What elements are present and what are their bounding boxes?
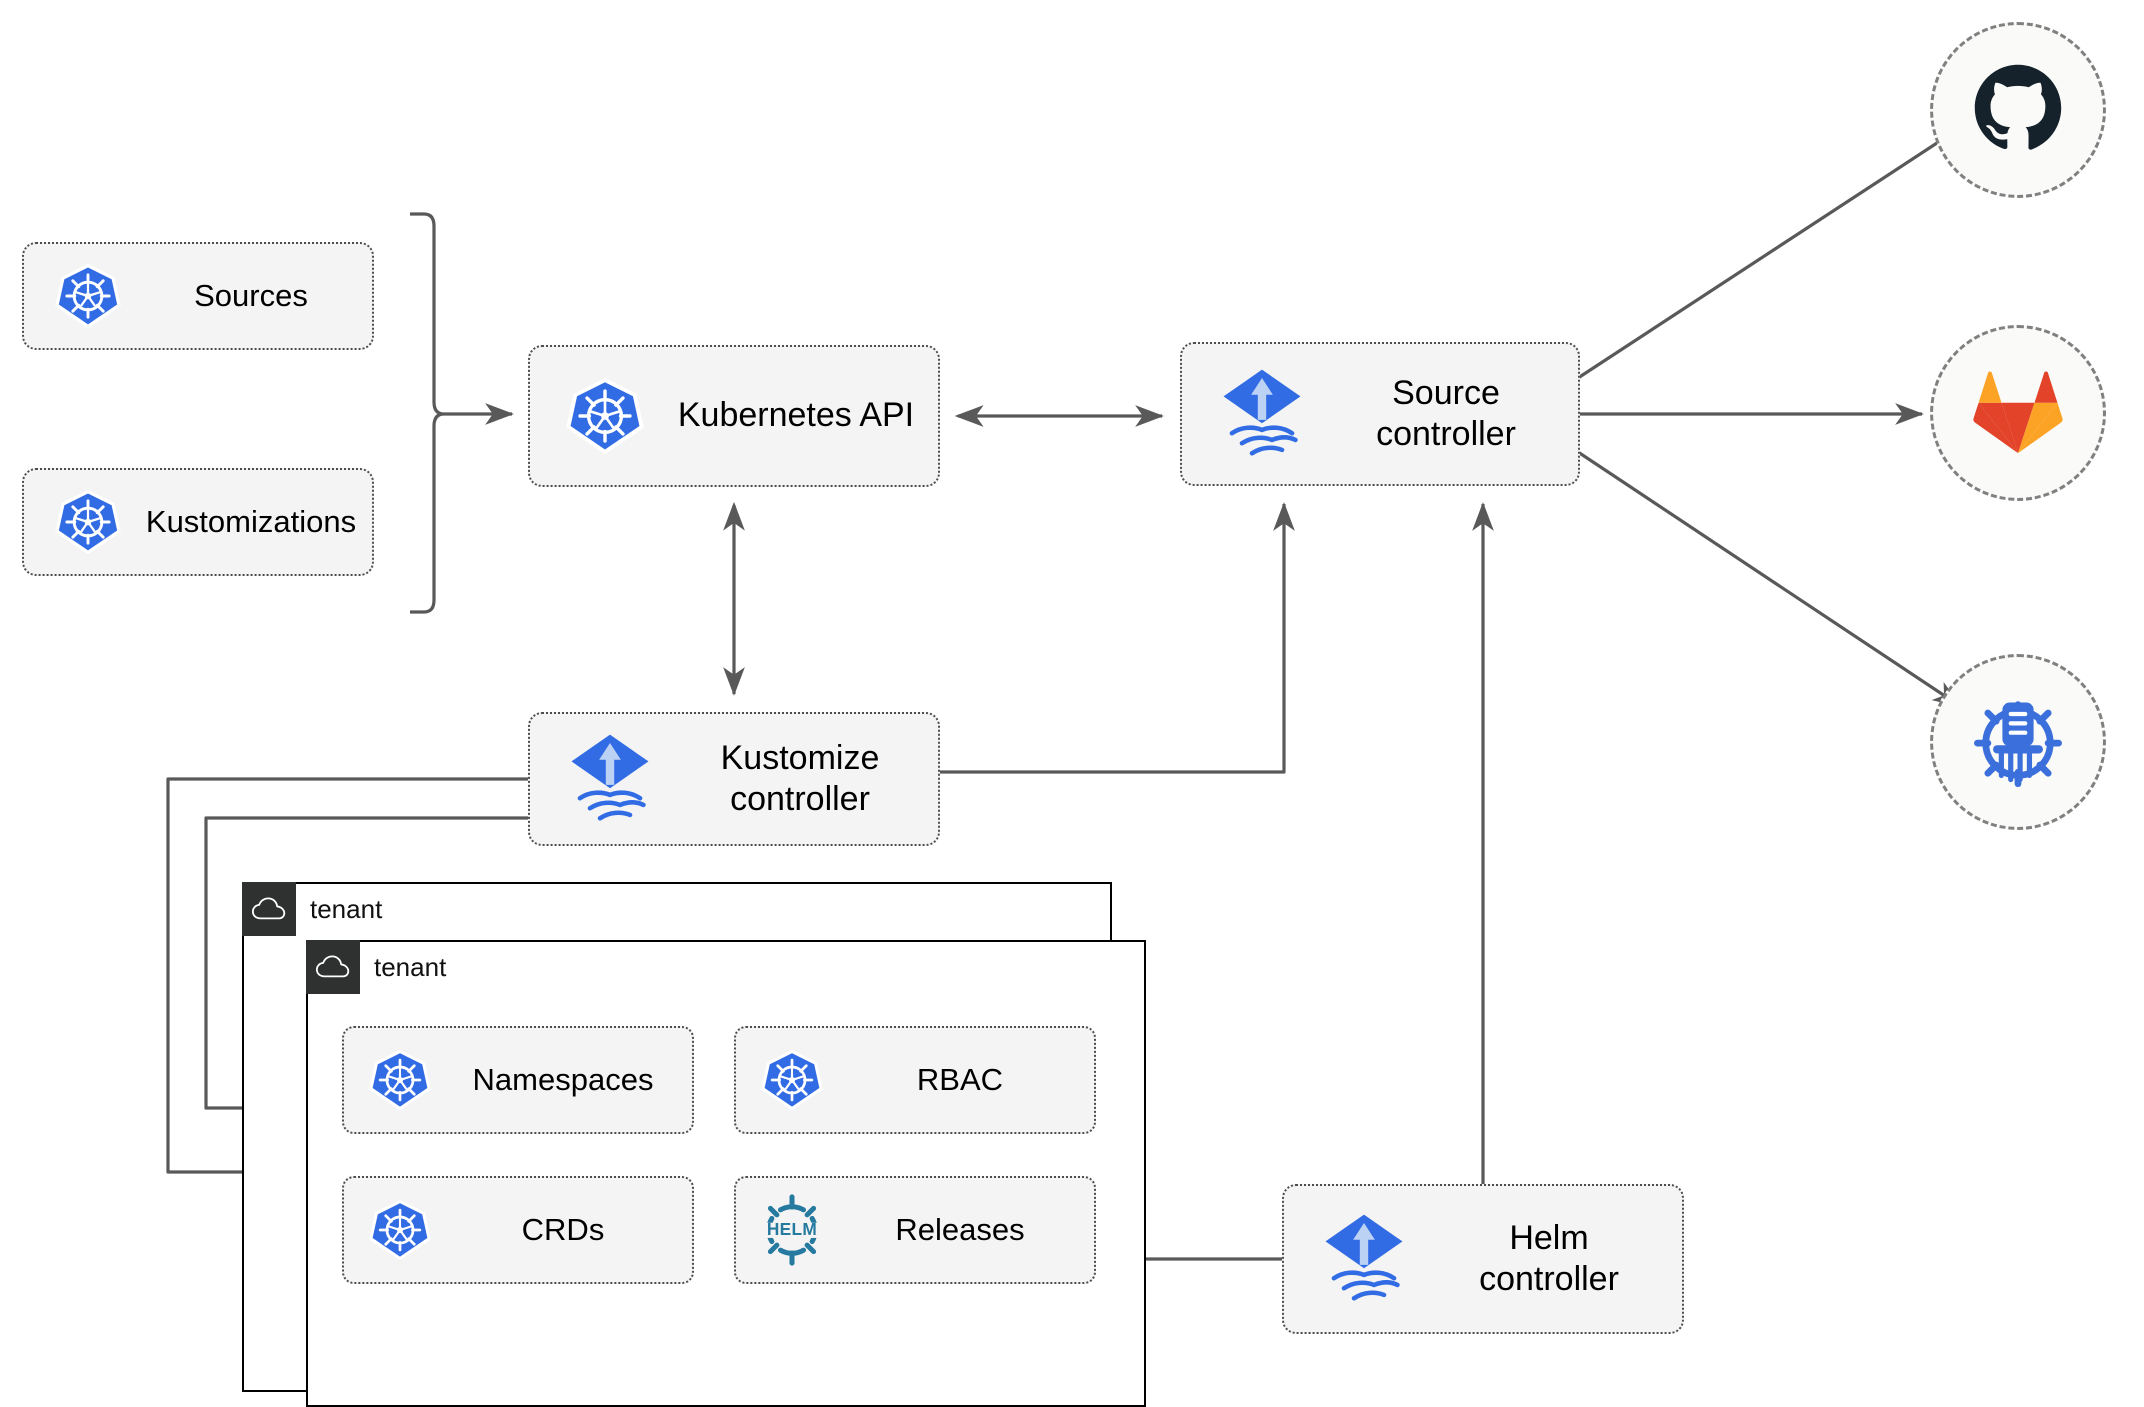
node-sources-label: Sources: [194, 278, 308, 314]
node-helm-controller-label: Helm controller: [1479, 1218, 1619, 1298]
node-kubernetes-api-label: Kubernetes API: [677, 396, 915, 435]
node-kustomizations[interactable]: Kustomizations: [22, 468, 374, 576]
node-helm-controller[interactable]: Helm controller: [1282, 1184, 1684, 1334]
resource-rbac[interactable]: RBAC: [734, 1026, 1096, 1134]
wire-kustctrl-srcctrl: [940, 502, 1295, 774]
cloud-icon: [242, 882, 296, 936]
flux-icon: [1204, 368, 1320, 460]
github-icon: [1970, 60, 2066, 161]
node-kustomize-controller[interactable]: Kustomize controller: [528, 712, 940, 846]
gitlab-icon: [1972, 367, 2064, 460]
tenant-name: tenant: [374, 951, 447, 982]
wire-srcctrl-bucket: [1577, 450, 1962, 708]
tenant-name: tenant: [310, 893, 383, 924]
svg-text:HELM: HELM: [767, 1219, 817, 1239]
resource-namespaces[interactable]: Namespaces: [342, 1026, 694, 1134]
resource-rbac-label: RBAC: [916, 1062, 1004, 1097]
wire-srcctrl-github: [1577, 122, 1968, 380]
kubernetes-icon: [358, 1049, 442, 1111]
external-source-bucket[interactable]: [1930, 654, 2106, 830]
tenant-header: tenant: [242, 882, 382, 936]
kubernetes-icon: [750, 1049, 834, 1111]
helm-icon: HELM: [750, 1194, 834, 1266]
resource-releases-label: Releases: [895, 1212, 1025, 1247]
resource-releases[interactable]: HELM Releases: [734, 1176, 1096, 1284]
kubernetes-icon: [550, 377, 660, 455]
kubernetes-icon: [358, 1199, 442, 1261]
cloud-icon: [306, 940, 360, 994]
flux-icon: [552, 733, 668, 825]
resource-namespaces-label: Namespaces: [472, 1062, 654, 1097]
node-kustomize-controller-label: Kustomize controller: [720, 738, 880, 818]
node-sources[interactable]: Sources: [22, 242, 374, 350]
node-source-controller-label: Source controller: [1376, 373, 1516, 453]
node-kustomizations-label: Kustomizations: [145, 504, 357, 540]
flux-icon: [1306, 1213, 1422, 1305]
resource-crds-label: CRDs: [521, 1212, 605, 1247]
tenant-header: tenant: [306, 940, 446, 994]
external-source-github[interactable]: [1930, 22, 2106, 198]
node-source-controller[interactable]: Source controller: [1180, 342, 1580, 486]
node-kubernetes-api[interactable]: Kubernetes API: [528, 345, 940, 487]
kubernetes-icon: [40, 489, 136, 555]
group-bracket: [410, 212, 446, 614]
kubernetes-icon: [40, 263, 136, 329]
tenant-container-front[interactable]: tenant: [306, 940, 1146, 1407]
bucket-icon: [1966, 688, 2070, 797]
external-source-gitlab[interactable]: [1930, 325, 2106, 501]
resource-crds[interactable]: CRDs: [342, 1176, 694, 1284]
